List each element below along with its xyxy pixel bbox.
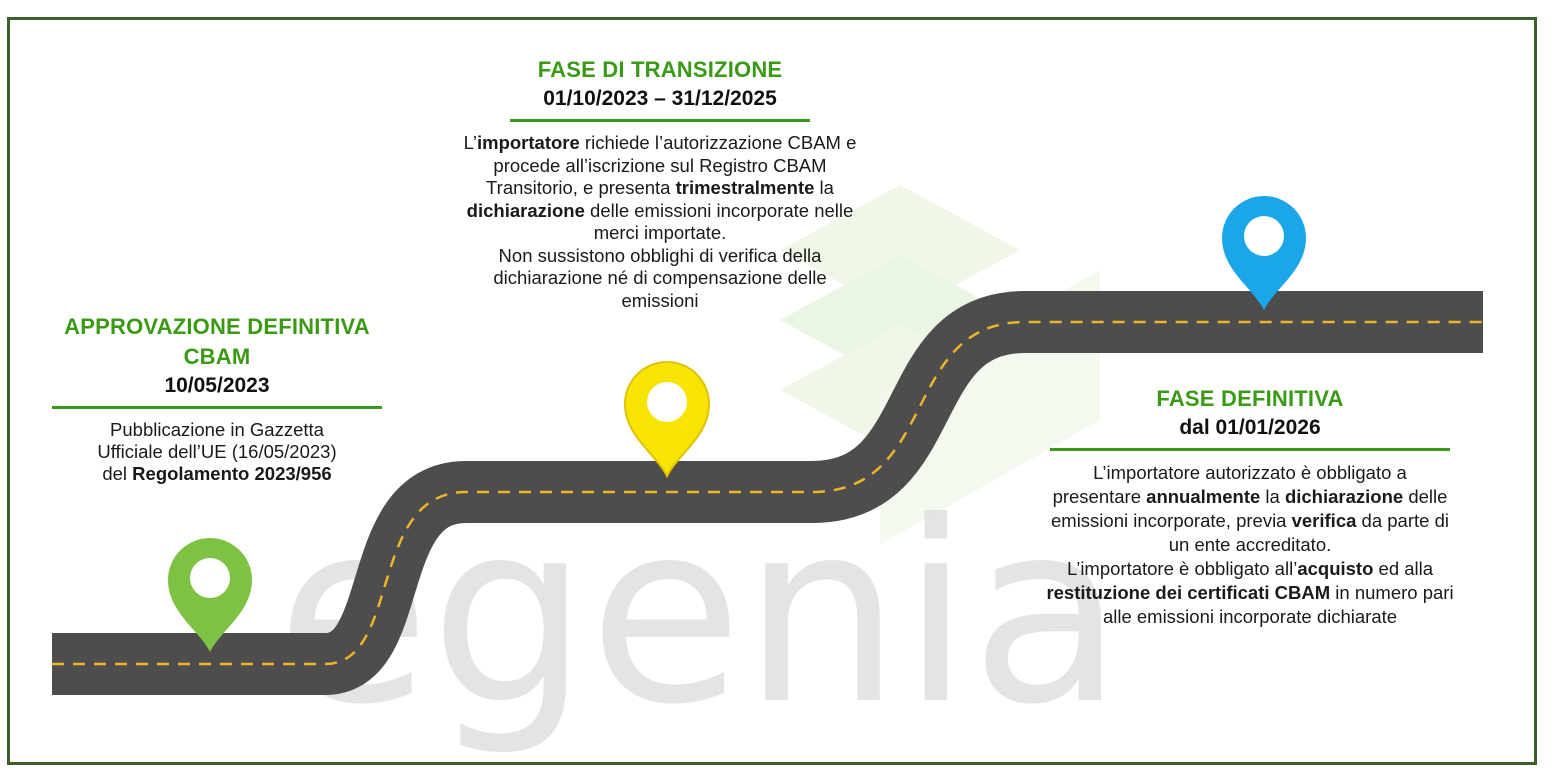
milestone-divider [510,119,810,122]
description-line: procede all’iscrizione sul Registro CBAM [493,154,827,176]
description-line: Transitorio, e presenta trimestralmente … [486,177,834,198]
description-line: alle emissioni incorporate dichiarate [1102,606,1398,627]
milestone-divider [1050,448,1450,451]
emphasis-text: restituzione dei certificati CBAM [1046,582,1331,603]
description-line: L’importatore autorizzato è obbligato a [1093,462,1407,483]
description-line: presentare annualmente la dichiarazione … [1052,486,1448,507]
milestone-date: 10/05/2023 [164,374,270,397]
description-line: merci importate. [593,222,727,243]
description-line: Pubblicazione in Gazzetta [110,419,324,440]
emphasis-text: trimestralmente [675,177,815,198]
description-line: del Regolamento 2023/956 [102,463,332,484]
milestone-date: dal 01/01/2026 [1179,416,1321,439]
description-line: L’importatore richiede l’autorizzazione … [463,132,857,153]
description-line: emissioni incorporate, previa verifica d… [1051,510,1449,531]
emphasis-text: Regolamento 2023/956 [132,463,332,484]
milestone-fase-transizione: FASE DI TRANSIZIONE 01/10/2023 – 31/12/2… [400,55,920,312]
road-center-dashes [52,320,1483,666]
milestone-approvazione: APPROVAZIONE DEFINITIVA CBAM 10/05/2023 … [42,312,392,485]
milestone-description: L’importatore richiede l’autorizzazione … [400,132,920,312]
milestone-description: L’importatore autorizzato è obbligato a p… [990,461,1510,629]
milestone-divider [52,406,382,409]
milestone-title: FASE DEFINITIVA [1156,386,1344,411]
map-pin-yellow-icon [623,361,711,479]
map-pin-green-icon [168,538,252,652]
description-line: Non sussistono obblighi di verifica dell… [498,244,822,266]
emphasis-text: verifica [1291,510,1357,531]
milestone-title: APPROVAZIONE DEFINITIVA [64,314,370,339]
emphasis-text: annualmente [1146,486,1261,507]
emphasis-text: dichiarazione [466,199,585,221]
milestone-title: FASE DI TRANSIZIONE [537,57,783,82]
description-line: dichiarazione né di compensazione delle [493,267,827,288]
milestone-fase-definitiva: FASE DEFINITIVA dal 01/01/2026 L’importa… [990,384,1510,629]
description-line: restituzione dei certificati CBAM in num… [1046,582,1454,603]
description-line: emissioni [621,289,699,311]
milestone-title-line2: CBAM [183,344,251,369]
description-line: un ente accreditato. [1168,534,1332,555]
emphasis-text: dichiarazione [1284,486,1404,507]
description-line: dichiarazione delle emissioni incorporat… [466,199,854,221]
description-line: L’importatore è obbligato all’acquisto e… [1066,558,1434,579]
milestone-date: 01/10/2023 – 31/12/2025 [543,87,777,110]
description-line: Ufficiale dell’UE (16/05/2023) [97,441,337,462]
emphasis-text: acquisto [1297,558,1374,579]
map-pin-blue-icon [1222,196,1306,310]
emphasis-text: importatore [476,132,580,153]
